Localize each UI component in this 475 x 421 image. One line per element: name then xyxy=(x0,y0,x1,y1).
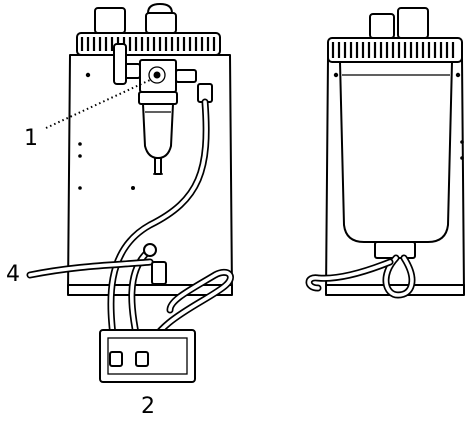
callout-4: 4 xyxy=(6,262,20,287)
lower-box-connector xyxy=(151,261,167,285)
lower-box-port-right xyxy=(135,351,149,367)
front-left-top-cap xyxy=(94,7,126,34)
lower-box-port-left xyxy=(109,351,123,367)
front-hole xyxy=(78,186,82,190)
front-base-plate xyxy=(67,284,233,296)
front-right-top-cap xyxy=(145,12,177,34)
filter-collar xyxy=(138,91,178,105)
front-right-top-knob xyxy=(147,3,173,14)
front-hole xyxy=(78,142,82,146)
hose-grommet xyxy=(143,243,157,257)
filter-drain xyxy=(154,157,162,175)
side-hole xyxy=(460,140,464,144)
side-ring-ribs xyxy=(331,42,455,58)
side-hole xyxy=(460,156,464,160)
side-tank xyxy=(339,61,453,243)
callout-2-label: 2 xyxy=(141,394,155,419)
callout-4-label: 4 xyxy=(6,262,20,287)
front-view-unit xyxy=(26,3,234,383)
front-hole xyxy=(78,154,82,158)
side-top-cap-left xyxy=(369,13,395,39)
lower-box-inner xyxy=(107,337,188,375)
side-hole xyxy=(455,72,461,78)
side-view-unit xyxy=(305,7,465,299)
side-hole xyxy=(333,72,339,78)
regulator-gauge xyxy=(148,66,166,84)
callout-1: 1 xyxy=(24,79,151,151)
front-hole xyxy=(131,186,135,190)
callout-1-label: 1 xyxy=(24,126,38,151)
valve-handle xyxy=(113,43,127,85)
side-top-cap-right xyxy=(397,7,429,39)
regulator-gauge-center xyxy=(153,71,161,79)
regulator-right-fitting xyxy=(175,69,197,83)
front-hole xyxy=(85,72,91,78)
callout-2: 2 xyxy=(141,394,155,419)
callout-1-leader xyxy=(45,79,151,129)
